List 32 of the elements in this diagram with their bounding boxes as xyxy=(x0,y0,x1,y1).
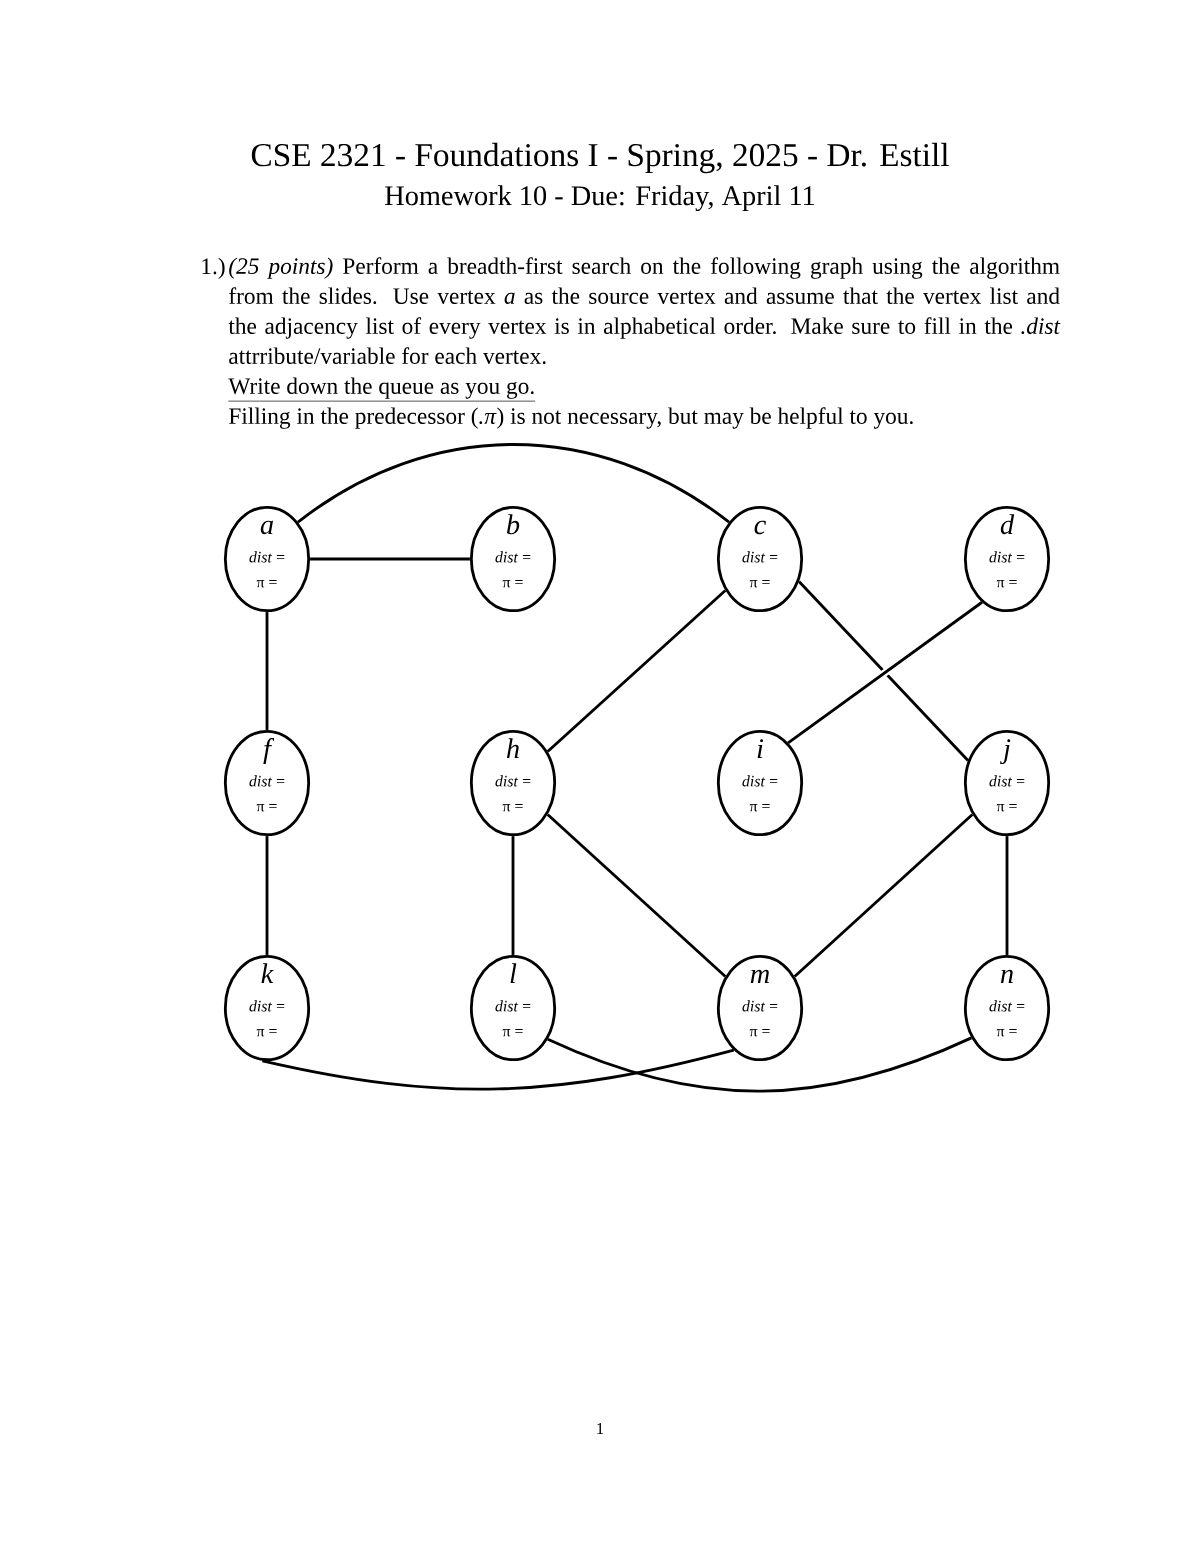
edge-line xyxy=(547,1036,972,1093)
question-text: (25 points) Perform a breadth-first search on the following graph using the algorithm from the slides. Use vertex a as the source vertex and assume that the vertex list and the adjacency list of every vertex is in alphabetical order. Make sure to fill in the .dist attrribute/variable for each vertex. xyxy=(228,257,1061,365)
question-number: 1.) xyxy=(202,257,225,279)
vertex-oval: a dist = π = xyxy=(223,505,311,613)
subtitle: Homework 10 - Due: Friday, April 11 xyxy=(385,185,815,212)
edge-line xyxy=(798,580,970,762)
edge-line xyxy=(262,1048,735,1091)
edge-line xyxy=(511,836,515,955)
edge-line xyxy=(310,557,470,561)
vertex-oval: j dist = π = xyxy=(963,729,1051,837)
question-text: Filling in the predecessor (.π) is not necessary, but may be helpful to you. xyxy=(229,407,913,429)
title: CSE 2321 - Foundations I - Spring, 2025 - Dr. Estill xyxy=(251,142,949,174)
vertex-oval: c dist = π = xyxy=(716,505,804,613)
edge-line xyxy=(546,813,727,978)
vertex-oval: d dist = π = xyxy=(963,505,1051,613)
edge-line xyxy=(546,589,727,753)
vertex-oval: n dist = π = xyxy=(963,954,1051,1062)
vertex-oval: i dist = π = xyxy=(716,729,804,837)
edge-line xyxy=(297,443,730,524)
edge-line xyxy=(793,813,974,978)
vertex-oval: b dist = π = xyxy=(469,505,557,613)
vertex-oval: l dist = π = xyxy=(469,954,557,1062)
vertex-oval: m dist = π = xyxy=(716,954,804,1062)
page-number: 1 xyxy=(597,1423,604,1434)
edge-line xyxy=(1005,836,1009,955)
edge-line xyxy=(265,836,269,955)
vertex-oval: k dist = π = xyxy=(223,954,311,1062)
edge-line xyxy=(265,612,269,730)
underlined-instruction: Write down the queue as you go. xyxy=(228,377,536,402)
vertex-oval: h dist = π = xyxy=(469,729,557,837)
edge-line xyxy=(787,601,983,744)
vertex-oval: f dist = π = xyxy=(223,729,311,837)
